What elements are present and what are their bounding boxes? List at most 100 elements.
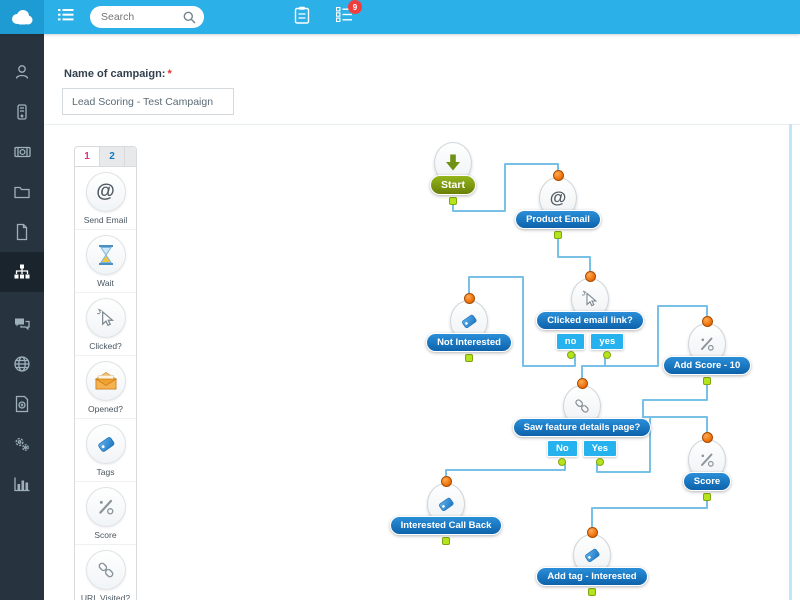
flow-node-add-tag-interested[interactable]: Add tag - Interested bbox=[522, 527, 662, 596]
flow-node-score[interactable]: Score bbox=[637, 432, 777, 501]
palette-item-clicked[interactable]: Clicked? bbox=[75, 293, 136, 356]
campaign-name-label: Name of campaign:* bbox=[64, 68, 172, 80]
connector-in-clicked[interactable] bbox=[584, 271, 596, 282]
email-at-icon: @ bbox=[549, 188, 567, 207]
sidebar-item-deals[interactable] bbox=[0, 132, 44, 172]
hourglass-icon bbox=[98, 245, 113, 265]
sidebar-item-companies[interactable] bbox=[0, 92, 44, 132]
tag-icon bbox=[97, 437, 114, 452]
node-label-add-tag[interactable]: Add tag - Interested bbox=[536, 567, 648, 586]
node-label-start[interactable]: Start bbox=[430, 175, 476, 195]
search-input[interactable] bbox=[101, 11, 183, 23]
connector-out-score[interactable] bbox=[703, 493, 711, 501]
connector-in-score[interactable] bbox=[701, 432, 713, 443]
palette-item-opened[interactable]: Opened? bbox=[75, 356, 136, 419]
sidebar-item-settings[interactable] bbox=[0, 424, 44, 464]
palette-item-tags[interactable]: Tags bbox=[75, 419, 136, 482]
gears-icon bbox=[15, 437, 29, 451]
palette-item-url-visited[interactable]: URL Visited? bbox=[75, 545, 136, 600]
flow-node-add-score-10[interactable]: Add Score - 10 bbox=[637, 316, 777, 385]
connector-in-product-email[interactable] bbox=[552, 170, 564, 181]
node-label-product-email[interactable]: Product Email bbox=[515, 210, 601, 229]
node-label-clicked[interactable]: Clicked email link? bbox=[536, 311, 644, 330]
sidebar-item-reports[interactable] bbox=[0, 464, 44, 504]
clipboard-icon bbox=[294, 6, 310, 24]
tag-icon bbox=[585, 548, 600, 563]
task-list-icon bbox=[335, 6, 352, 23]
menu-lines-icon bbox=[58, 9, 74, 21]
canvas-right-border bbox=[789, 124, 792, 600]
bar-chart-icon bbox=[14, 477, 30, 492]
envelope-open-icon bbox=[94, 372, 117, 390]
palette-tab-2[interactable]: 2 bbox=[100, 147, 125, 166]
click-hand-icon bbox=[96, 308, 114, 327]
score-percent-icon bbox=[701, 337, 714, 351]
down-arrow-icon bbox=[446, 154, 460, 171]
flow-node-not-interested[interactable]: Not Interested bbox=[399, 293, 539, 362]
node-label-saw-feature[interactable]: Saw feature details page? bbox=[512, 418, 652, 437]
email-at-icon: @ bbox=[96, 181, 115, 202]
sidebar-item-documents[interactable] bbox=[0, 172, 44, 212]
node-label-add-score[interactable]: Add Score - 10 bbox=[662, 356, 752, 375]
score-percent-icon bbox=[98, 499, 113, 515]
connector-in-add-tag[interactable] bbox=[586, 527, 598, 538]
connector-in-interested-call-back[interactable] bbox=[440, 476, 452, 487]
node-label-score[interactable]: Score bbox=[682, 472, 732, 491]
flow-node-product-email[interactable]: @ Product Email bbox=[488, 170, 628, 239]
connector-out-yes[interactable] bbox=[603, 351, 612, 359]
palette-tabs: 1 2 bbox=[75, 147, 136, 167]
hamburger-menu-icon[interactable] bbox=[58, 8, 74, 26]
sidebar-item-web[interactable] bbox=[0, 344, 44, 384]
invoice-document-icon bbox=[15, 395, 29, 413]
click-hand-icon bbox=[582, 290, 598, 307]
folder-icon bbox=[14, 186, 30, 199]
flow-node-interested-call-back[interactable]: Interested Call Back bbox=[376, 476, 516, 545]
palette-item-score[interactable]: Score bbox=[75, 482, 136, 545]
person-icon bbox=[15, 65, 29, 79]
left-sidebar bbox=[0, 34, 44, 600]
sidebar-item-contacts[interactable] bbox=[0, 52, 44, 92]
connector-in-add-score[interactable] bbox=[701, 316, 713, 327]
document-icon bbox=[16, 223, 28, 241]
sidebar-item-files[interactable] bbox=[0, 212, 44, 252]
connector-out-not-interested[interactable] bbox=[465, 354, 473, 362]
node-label-interested-call-back[interactable]: Interested Call Back bbox=[389, 516, 503, 535]
flow-node-saw-feature-details[interactable]: Saw feature details page? No Yes bbox=[512, 378, 652, 466]
connector-out-start[interactable] bbox=[449, 197, 457, 205]
connector-out-interested-call-back[interactable] bbox=[442, 537, 450, 545]
sidebar-item-chat[interactable] bbox=[0, 304, 44, 344]
canvas-divider bbox=[44, 124, 800, 125]
node-palette: 1 2 @ Send Email Wait Clicked? bbox=[74, 146, 137, 600]
branch-button-no[interactable]: no bbox=[555, 333, 586, 350]
tag-icon bbox=[462, 314, 477, 329]
campaign-name-input[interactable] bbox=[62, 88, 234, 115]
search-icon[interactable] bbox=[183, 11, 196, 24]
chat-bubbles-icon bbox=[15, 318, 30, 331]
connector-out-add-score[interactable] bbox=[703, 377, 711, 385]
connector-out-no[interactable] bbox=[566, 351, 575, 359]
link-chain-icon bbox=[575, 399, 589, 413]
clipboard-button[interactable] bbox=[294, 6, 310, 29]
connector-out-add-tag[interactable] bbox=[588, 588, 596, 596]
sidebar-item-invoices[interactable] bbox=[0, 384, 44, 424]
connector-out-yes[interactable] bbox=[595, 458, 604, 466]
tag-icon bbox=[439, 497, 454, 512]
tasks-button[interactable]: 9 bbox=[335, 0, 362, 27]
sidebar-item-campaigns[interactable] bbox=[0, 252, 44, 292]
node-label-not-interested[interactable]: Not Interested bbox=[426, 333, 512, 352]
search-box[interactable] bbox=[90, 6, 204, 28]
connector-out-product-email[interactable] bbox=[554, 231, 562, 239]
branch-button-yes[interactable]: yes bbox=[590, 333, 625, 350]
connector-out-no[interactable] bbox=[558, 458, 567, 466]
branch-button-no[interactable]: No bbox=[546, 440, 578, 457]
money-icon bbox=[13, 146, 31, 158]
score-percent-icon bbox=[701, 453, 714, 467]
globe-icon bbox=[14, 356, 30, 372]
branch-button-yes[interactable]: Yes bbox=[582, 440, 618, 457]
connector-in-saw-feature[interactable] bbox=[576, 378, 588, 389]
palette-item-wait[interactable]: Wait bbox=[75, 230, 136, 293]
connector-in-not-interested[interactable] bbox=[463, 293, 475, 304]
palette-tab-1[interactable]: 1 bbox=[75, 147, 100, 166]
palette-item-send-email[interactable]: @ Send Email bbox=[75, 167, 136, 230]
app-logo[interactable] bbox=[0, 0, 44, 34]
